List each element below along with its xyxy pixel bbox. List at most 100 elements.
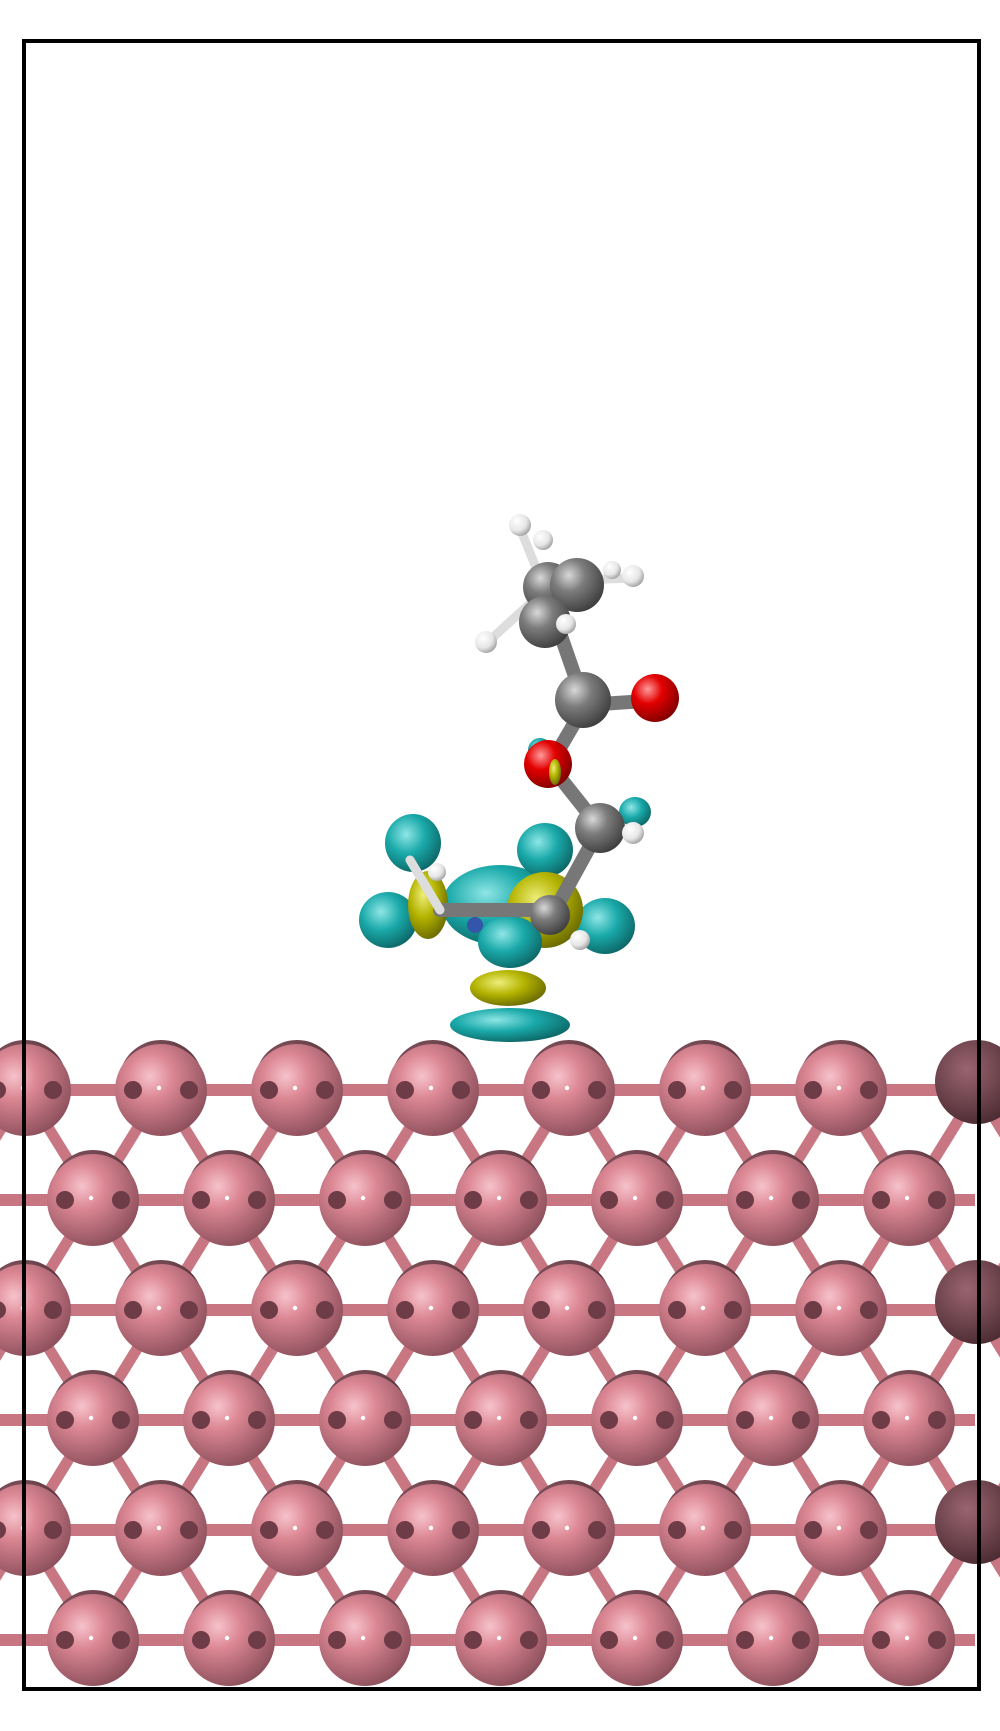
metal-atom	[319, 1374, 411, 1466]
bond-socket	[804, 1521, 822, 1539]
bond-socket	[588, 1301, 606, 1319]
specular-highlight	[360, 1195, 366, 1201]
bond-socket	[656, 1411, 674, 1429]
specular-highlight	[292, 1085, 298, 1091]
bond-socket	[248, 1631, 266, 1649]
carbon-atom	[519, 596, 571, 648]
bond-socket	[260, 1081, 278, 1099]
metal-atom	[251, 1044, 343, 1136]
bond-socket	[736, 1191, 754, 1209]
bond-socket	[44, 1081, 62, 1099]
bond-socket	[56, 1631, 74, 1649]
bond-socket	[792, 1411, 810, 1429]
metal-atom	[591, 1594, 683, 1686]
metal-atom-back	[935, 1260, 1000, 1344]
specular-highlight	[292, 1525, 298, 1531]
bond-socket	[192, 1191, 210, 1209]
metal-atom	[659, 1484, 751, 1576]
metal-slab	[0, 1040, 1000, 1686]
bond-socket	[180, 1081, 198, 1099]
bond-socket	[600, 1631, 618, 1649]
bond-socket	[668, 1301, 686, 1319]
bond-socket	[588, 1521, 606, 1539]
isosurface-negative-lobe	[478, 916, 542, 968]
bond-socket	[260, 1301, 278, 1319]
bond-socket	[928, 1191, 946, 1209]
bond-socket	[44, 1301, 62, 1319]
molecule-atoms	[428, 514, 679, 950]
specular-highlight	[428, 1085, 434, 1091]
bond-socket	[452, 1301, 470, 1319]
specular-highlight	[904, 1415, 910, 1421]
specular-highlight	[224, 1415, 230, 1421]
specular-highlight	[224, 1635, 230, 1641]
bond-socket	[804, 1081, 822, 1099]
isosurface-negative-lobe	[450, 1008, 570, 1042]
bond-socket	[520, 1631, 538, 1649]
specular-highlight	[496, 1195, 502, 1201]
simulation-cell-border	[22, 39, 981, 1691]
bond-socket	[396, 1521, 414, 1539]
metal-atom	[591, 1374, 683, 1466]
metal-atom	[251, 1484, 343, 1576]
metal-atom	[387, 1264, 479, 1356]
metal-atom	[795, 1044, 887, 1136]
bond-socket	[248, 1411, 266, 1429]
bond-socket	[872, 1411, 890, 1429]
specular-highlight	[700, 1305, 706, 1311]
isosurface-negative-lobe	[359, 892, 417, 948]
specular-highlight	[360, 1415, 366, 1421]
bond-socket	[316, 1081, 334, 1099]
metal-atom	[0, 1484, 71, 1576]
specular-highlight	[904, 1635, 910, 1641]
bond-socket	[192, 1631, 210, 1649]
specular-highlight	[360, 1635, 366, 1641]
bond-socket	[124, 1301, 142, 1319]
bond-socket	[668, 1521, 686, 1539]
bond-socket	[328, 1191, 346, 1209]
metal-atom	[863, 1154, 955, 1246]
bond-socket	[860, 1301, 878, 1319]
bond-socket	[124, 1081, 142, 1099]
bond-socket	[532, 1521, 550, 1539]
bond-socket	[0, 1081, 6, 1099]
hydrogen-atom	[622, 565, 644, 587]
bond	[405, 855, 445, 915]
metal-atom	[523, 1044, 615, 1136]
bond-socket	[248, 1191, 266, 1209]
bond-socket	[452, 1081, 470, 1099]
metal-atom-back	[935, 1040, 1000, 1124]
metal-atom	[863, 1374, 955, 1466]
isosurface-negative-lobe	[619, 797, 651, 827]
specular-highlight	[564, 1305, 570, 1311]
bond-socket	[44, 1521, 62, 1539]
metal-atom	[727, 1374, 819, 1466]
bond-socket	[464, 1411, 482, 1429]
nitrogen-atom	[467, 917, 483, 933]
carbon-atom	[575, 803, 625, 853]
bond-socket	[520, 1411, 538, 1429]
bond-socket	[928, 1631, 946, 1649]
bond-socket	[736, 1411, 754, 1429]
specular-highlight	[88, 1415, 94, 1421]
hydrogen-atom	[622, 822, 644, 844]
bond-socket	[316, 1521, 334, 1539]
metal-atom	[183, 1374, 275, 1466]
isosurface-positive-lobe	[470, 970, 546, 1006]
specular-highlight	[428, 1305, 434, 1311]
oxygen-atom	[524, 740, 572, 788]
metal-atom	[251, 1264, 343, 1356]
specular-highlight	[632, 1635, 638, 1641]
carbon-atom	[550, 558, 604, 612]
bond-socket	[384, 1411, 402, 1429]
carbon-atom	[530, 895, 570, 935]
specular-highlight	[224, 1195, 230, 1201]
bond-socket	[860, 1521, 878, 1539]
metal-atom	[659, 1044, 751, 1136]
bond-socket	[532, 1301, 550, 1319]
specular-highlight	[836, 1085, 842, 1091]
hydrogen-atom	[603, 561, 621, 579]
specular-highlight	[904, 1195, 910, 1201]
bond-socket	[724, 1521, 742, 1539]
